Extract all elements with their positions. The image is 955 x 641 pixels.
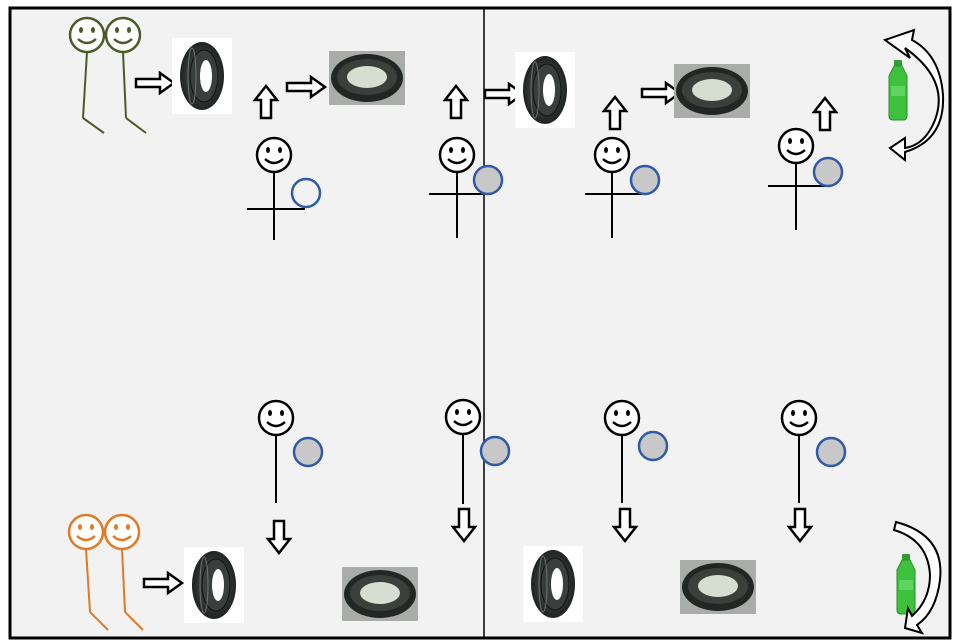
smiley-face-icon bbox=[255, 136, 293, 174]
tire-icon bbox=[522, 545, 584, 623]
curved-rotation-arrow-icon bbox=[882, 28, 945, 163]
player-figure bbox=[585, 136, 661, 238]
tire-icon bbox=[183, 546, 245, 624]
player-figure bbox=[444, 398, 511, 504]
tire-icon bbox=[329, 51, 405, 105]
player-figure bbox=[603, 399, 669, 503]
smiley-face-icon bbox=[104, 16, 147, 134]
bottom-team bbox=[67, 513, 144, 631]
tire-icon bbox=[514, 51, 576, 129]
smiley-face-icon bbox=[603, 399, 641, 437]
curved-rotation-arrow-icon bbox=[892, 520, 942, 635]
tire-icon bbox=[674, 64, 750, 118]
smiley-face-icon bbox=[67, 513, 109, 631]
smiley-face-icon bbox=[593, 136, 631, 174]
ball-icon bbox=[637, 430, 669, 462]
field-background bbox=[8, 6, 952, 640]
smiley-face-icon bbox=[444, 398, 482, 436]
smiley-face-icon bbox=[777, 127, 815, 165]
player-figure bbox=[257, 399, 324, 503]
smiley-face-icon bbox=[257, 399, 295, 437]
top-team bbox=[68, 16, 147, 134]
ball-icon bbox=[815, 436, 847, 468]
tire-icon bbox=[680, 560, 756, 614]
smiley-face-icon bbox=[780, 399, 818, 437]
player-figure bbox=[768, 127, 844, 230]
ball-icon bbox=[479, 435, 511, 467]
ball-icon bbox=[472, 164, 504, 196]
smiley-face-icon bbox=[68, 16, 106, 134]
smiley-face-icon bbox=[103, 513, 144, 631]
ball-icon bbox=[292, 436, 324, 468]
ball-icon bbox=[290, 177, 322, 209]
ball-icon bbox=[629, 164, 661, 196]
tire-icon bbox=[342, 567, 418, 621]
tire-icon bbox=[171, 37, 233, 115]
player-figure bbox=[780, 399, 847, 503]
ball-icon bbox=[812, 156, 844, 188]
player-figure bbox=[247, 136, 322, 240]
player-figure bbox=[429, 136, 504, 238]
smiley-face-icon bbox=[438, 136, 476, 174]
